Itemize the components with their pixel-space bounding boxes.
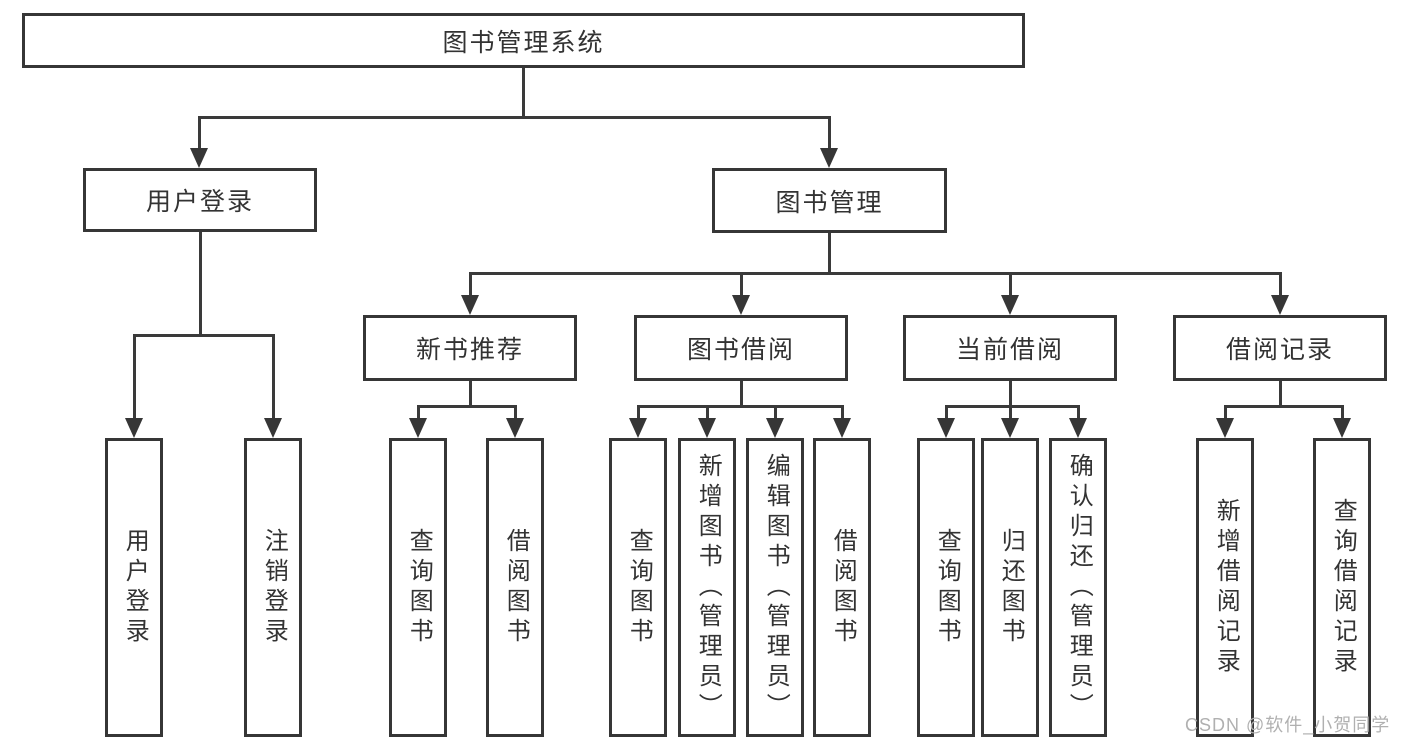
leaf-confirm-return-admin: 确认归还（管理员） — [1049, 438, 1107, 737]
node-book-borrow: 图书借阅 — [634, 315, 848, 381]
connector-line — [416, 404, 517, 408]
node-borrow-records: 借阅记录 — [1173, 315, 1387, 381]
connector-line — [1223, 405, 1227, 421]
node-label: 借阅记录 — [1225, 336, 1334, 364]
connector-line — [1008, 405, 1012, 421]
connector-line — [1340, 405, 1344, 421]
arrowhead-icon — [264, 418, 282, 438]
node-label: 新增借阅记录 — [1212, 497, 1240, 678]
node-label: 查询图书 — [933, 527, 961, 648]
leaf-add-books-admin: 新增图书（管理员） — [678, 438, 736, 737]
leaf-query-books-recommend: 查询图书 — [389, 438, 447, 737]
arrowhead-icon — [506, 418, 524, 438]
leaf-borrow-books-recommend: 借阅图书 — [486, 438, 544, 737]
node-current-borrow: 当前借阅 — [903, 315, 1117, 381]
arrowhead-icon — [766, 418, 784, 438]
csdn-watermark: CSDN @软件_小贺同学 — [1185, 715, 1391, 735]
node-new-book-recommend: 新书推荐 — [363, 315, 577, 381]
connector-line — [1223, 404, 1344, 408]
connector-line — [197, 116, 201, 152]
leaf-user-login: 用户登录 — [105, 438, 163, 737]
leaf-query-borrow-record: 查询借阅记录 — [1313, 438, 1371, 737]
arrowhead-icon — [833, 418, 851, 438]
arrowhead-icon — [190, 148, 208, 168]
node-label: 编辑图书（管理员） — [762, 452, 790, 723]
connector-line — [468, 380, 472, 408]
leaf-borrow-books: 借阅图书 — [813, 438, 871, 737]
connector-line — [468, 272, 472, 298]
node-label: 查询图书 — [625, 527, 653, 648]
arrowhead-icon — [698, 418, 716, 438]
connector-line — [198, 231, 202, 337]
connector-line — [132, 333, 275, 337]
node-label: 新增图书（管理员） — [694, 452, 722, 723]
node-label: 用户登录 — [121, 527, 149, 648]
leaf-logout: 注销登录 — [244, 438, 302, 737]
node-label: 查询图书 — [405, 527, 433, 648]
node-system-root: 图书管理系统 — [22, 13, 1025, 68]
connector-line — [773, 405, 777, 421]
connector-line — [1278, 272, 1282, 298]
node-label: 借阅图书 — [502, 527, 530, 648]
node-label: 新书推荐 — [415, 336, 524, 364]
connector-line — [1008, 272, 1012, 298]
connector-line — [1278, 380, 1282, 408]
connector-line — [271, 334, 275, 422]
connector-line — [636, 405, 640, 421]
connector-line — [840, 405, 844, 421]
node-label: 归还图书 — [997, 527, 1025, 648]
arrowhead-icon — [629, 418, 647, 438]
node-label: 图书管理 — [775, 188, 884, 217]
connector-line — [1076, 405, 1080, 421]
arrowhead-icon — [1001, 295, 1019, 315]
leaf-query-books-current: 查询图书 — [917, 438, 975, 737]
leaf-add-borrow-record: 新增借阅记录 — [1196, 438, 1254, 737]
arrowhead-icon — [1271, 295, 1289, 315]
leaf-query-books-borrow: 查询图书 — [609, 438, 667, 737]
node-label: 当前借阅 — [955, 336, 1064, 364]
node-label: 图书管理系统 — [442, 28, 605, 57]
node-label: 确认归还（管理员） — [1065, 452, 1093, 723]
connector-line — [944, 404, 1080, 408]
leaf-edit-books-admin: 编辑图书（管理员） — [746, 438, 804, 737]
arrowhead-icon — [461, 295, 479, 315]
connector-line — [416, 405, 420, 421]
arrowhead-icon — [937, 418, 955, 438]
connector-line — [827, 232, 831, 275]
connector-line — [468, 271, 1282, 275]
node-label: 注销登录 — [260, 527, 288, 648]
connector-line — [636, 404, 844, 408]
connector-line — [132, 334, 136, 422]
arrowhead-icon — [1333, 418, 1351, 438]
node-label: 图书借阅 — [686, 336, 795, 364]
arrowhead-icon — [820, 148, 838, 168]
arrowhead-icon — [125, 418, 143, 438]
connector-line — [739, 380, 743, 408]
connector-line — [705, 405, 709, 421]
node-label: 借阅图书 — [829, 527, 857, 648]
connector-line — [944, 405, 948, 421]
leaf-return-books: 归还图书 — [981, 438, 1039, 737]
arrowhead-icon — [732, 295, 750, 315]
node-label: 查询借阅记录 — [1329, 497, 1357, 678]
arrowhead-icon — [409, 418, 427, 438]
arrowhead-icon — [1216, 418, 1234, 438]
connector-line — [1008, 380, 1012, 408]
connector-line — [513, 405, 517, 421]
connector-line — [827, 116, 831, 152]
node-user-login: 用户登录 — [83, 168, 317, 232]
connector-line — [197, 115, 831, 119]
arrowhead-icon — [1001, 418, 1019, 438]
connector-line — [739, 272, 743, 298]
arrowhead-icon — [1069, 418, 1087, 438]
node-book-management: 图书管理 — [712, 168, 947, 233]
connector-line — [521, 68, 525, 118]
node-label: 用户登录 — [145, 188, 254, 216]
